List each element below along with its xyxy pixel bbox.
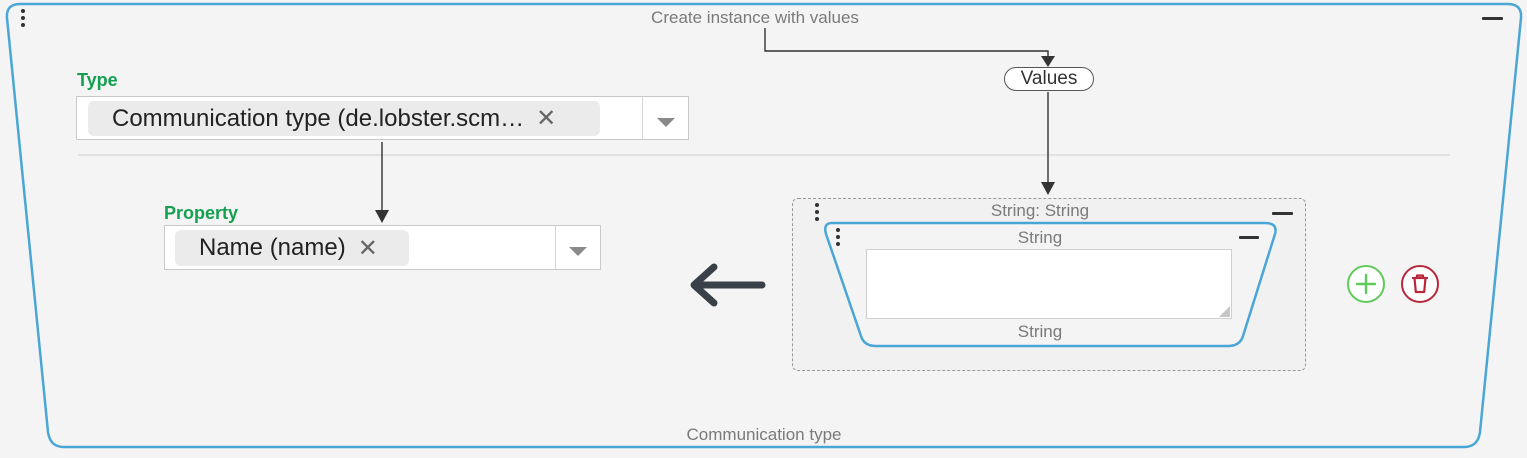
delete-value-button[interactable] (1401, 265, 1439, 303)
property-label: Property (164, 203, 239, 223)
type-label: Type (77, 70, 118, 90)
arrow-left-icon (690, 263, 766, 307)
string-item-minimize-icon[interactable] (1239, 236, 1259, 239)
property-caret-down-icon[interactable] (569, 247, 587, 256)
outer-footer: Communication type (686, 425, 842, 444)
add-value-button[interactable] (1347, 265, 1385, 303)
string-item-title: String (1017, 228, 1063, 247)
list-title: String: String (990, 201, 1090, 220)
connector-arrowhead (1041, 182, 1055, 195)
type-select-separator (642, 97, 643, 139)
connector-arrowhead (1041, 56, 1055, 67)
type-clear-icon[interactable]: ✕ (536, 105, 557, 132)
string-item-footer: String (1017, 322, 1063, 341)
values-tag: Values (1004, 67, 1094, 91)
type-caret-down-icon[interactable] (657, 118, 675, 127)
plus-icon (1355, 273, 1377, 295)
connector-arrowhead (375, 210, 389, 223)
type-chip: Communication type (de.lobster.scm… ✕ (88, 101, 600, 136)
connector-title-values (764, 28, 1049, 60)
property-select-separator (555, 226, 556, 269)
outer-frame (5, 2, 1523, 449)
property-select[interactable]: Name (name) ✕ (164, 225, 601, 270)
outer-title: Create instance with values (651, 8, 859, 27)
outer-menu-dots-icon[interactable] (20, 9, 26, 30)
type-select[interactable]: Communication type (de.lobster.scm… ✕ (76, 96, 689, 140)
property-chip: Name (name) ✕ (175, 230, 409, 266)
outer-minimize-icon[interactable] (1482, 17, 1503, 20)
resize-grip-icon[interactable] (1219, 306, 1230, 317)
string-value-textarea[interactable] (866, 249, 1232, 319)
list-minimize-icon[interactable] (1272, 212, 1293, 215)
list-menu-dots-icon[interactable] (814, 203, 820, 224)
trash-icon (1411, 274, 1429, 294)
property-clear-icon[interactable]: ✕ (357, 234, 378, 262)
string-item-menu-dots-icon[interactable] (835, 228, 841, 249)
